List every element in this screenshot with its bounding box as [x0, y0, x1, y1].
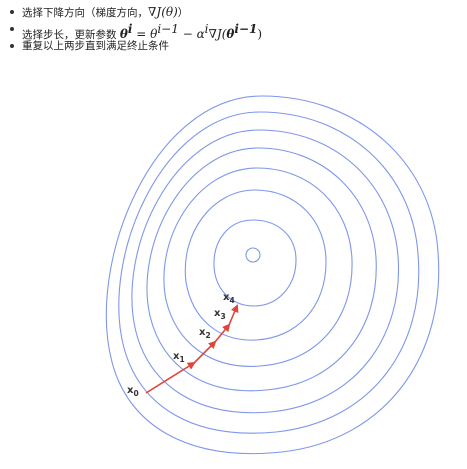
bullet-item-step: 选择步长，更新参数 θi = θi−1 − αi∇J(θi−1) [8, 21, 263, 41]
step-arrow-3 [228, 304, 239, 326]
close-paren: ) [257, 27, 263, 41]
bullet-dot-icon [10, 27, 14, 31]
alpha: α [196, 27, 205, 41]
contour-ring-0 [245, 247, 261, 263]
bullet-item-direction: 选择下降方向（梯度方向，∇J(θ)） [8, 4, 262, 21]
step-arrow-2 [214, 323, 231, 343]
contour-ring-1 [213, 219, 297, 307]
point-label-x1: x1 [173, 351, 185, 364]
minus-sign: − [178, 27, 197, 41]
gradient-symbol: ∇J( [208, 27, 227, 41]
theta-prev-sup: i−1 [157, 22, 179, 36]
bullet-text: 选择下降方向（梯度方向， [22, 7, 148, 19]
descent-path [145, 304, 239, 394]
theta-prev: θ [150, 27, 158, 41]
theta-lhs-sup: i [127, 22, 133, 36]
contour-ring-7 [105, 95, 440, 455]
bullet-tail: ） [177, 7, 189, 19]
point-label-x0: x0 [127, 385, 139, 398]
bullet-text: 重复以上两步直到满足终止条件 [22, 40, 169, 52]
point-label-x3: x3 [214, 308, 226, 321]
bullet-list: 选择下降方向（梯度方向，∇J(θ)） 选择步长，更新参数 θi = θi−1 −… [8, 4, 262, 55]
theta-arg-sup: i−1 [234, 22, 258, 36]
point-label-x4: x4 [223, 292, 235, 305]
gradient-descent-diagram: x0 x1 x2 x3 x4 [105, 95, 440, 455]
contour-lines [105, 95, 440, 455]
equals-sign: = [132, 27, 151, 41]
contour-ring-3 [163, 167, 353, 367]
theta-arg: θ [226, 27, 235, 41]
step-arrow-1 [193, 340, 217, 364]
bullet-dot-icon [10, 10, 14, 14]
point-labels: x0 x1 x2 x3 x4 [127, 292, 235, 398]
contour-ring-2 [184, 189, 327, 341]
point-label-x2: x2 [199, 327, 211, 340]
theta-lhs: θ [119, 27, 128, 41]
contour-ring-4 [146, 147, 377, 392]
contour-ring-6 [118, 111, 420, 434]
step-arrow-0 [145, 361, 196, 394]
bullet-dot-icon [10, 44, 14, 48]
bullet-item-repeat: 重复以上两步直到满足终止条件 [8, 38, 262, 55]
bullet-text: 选择步长，更新参数 [22, 29, 120, 41]
alpha-sup: i [204, 22, 209, 36]
contour-ring-5 [131, 129, 400, 414]
gradient-formula: ∇J(θ) [148, 5, 178, 19]
